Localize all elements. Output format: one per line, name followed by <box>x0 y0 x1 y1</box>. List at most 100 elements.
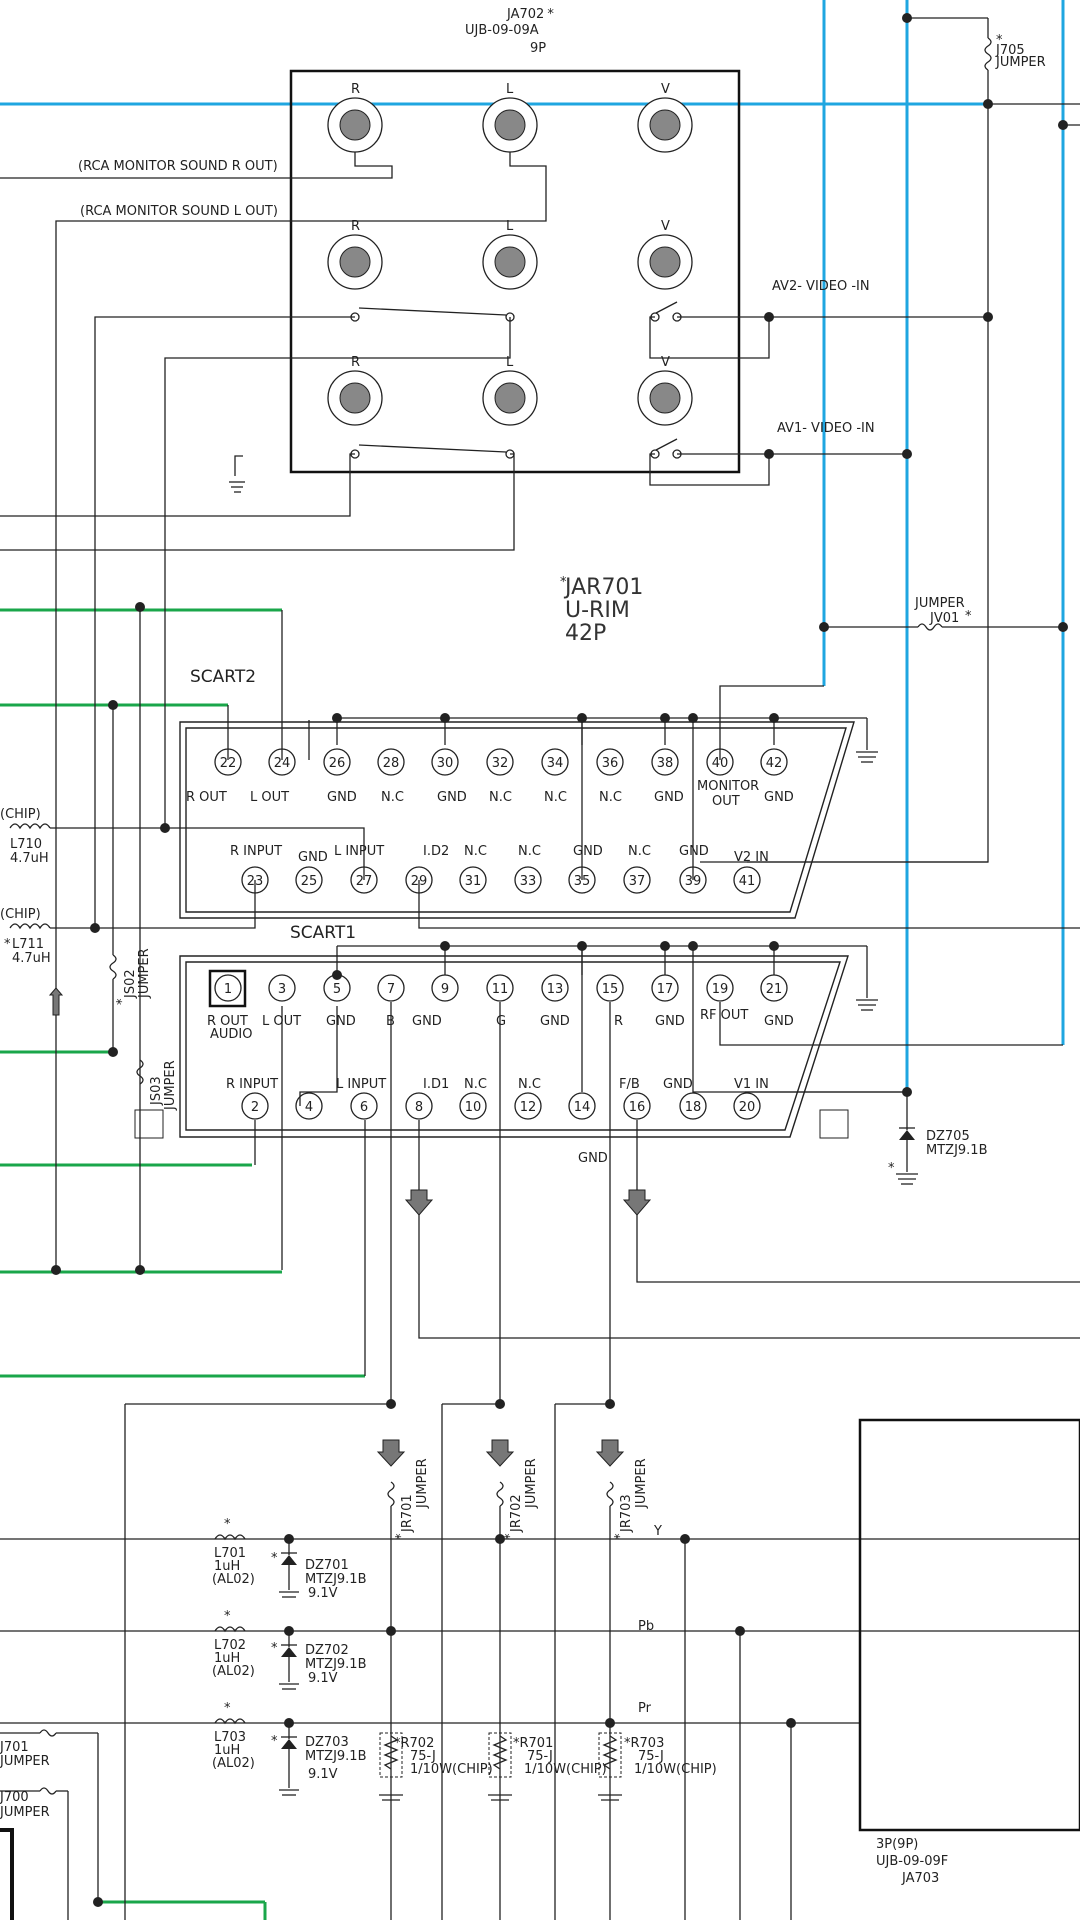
svg-text:L: L <box>506 82 514 97</box>
svg-text:R: R <box>351 82 360 97</box>
svg-text:*R703: *R703 <box>624 1736 664 1751</box>
svg-text:N.C: N.C <box>544 790 567 805</box>
svg-text:L703: L703 <box>214 1730 246 1745</box>
svg-text:JUMPER: JUMPER <box>995 55 1046 70</box>
svg-text:JAR701: JAR701 <box>563 575 643 600</box>
svg-text:JUMPER: JUMPER <box>634 1458 649 1509</box>
svg-text:*: * <box>271 1641 278 1656</box>
svg-text:GND: GND <box>578 1151 608 1166</box>
svg-text:JUMPER: JUMPER <box>914 596 965 611</box>
svg-text:(AL02): (AL02) <box>212 1572 255 1587</box>
scart1-pin-18 <box>679 1092 707 1120</box>
svg-text:N.C: N.C <box>599 790 622 805</box>
svg-text:AUDIO: AUDIO <box>210 1027 253 1042</box>
dz701: * DZ701 MTZJ9.1B 9.1V <box>271 1539 367 1601</box>
svg-text:*: * <box>560 575 567 590</box>
svg-text:JUMPER: JUMPER <box>0 1754 50 1769</box>
svg-text:G: G <box>496 1014 506 1029</box>
scart1-pin-13 <box>541 974 569 1002</box>
scart1-pin-number: 8 <box>415 1100 423 1115</box>
svg-text:JR701: JR701 <box>400 1494 415 1533</box>
scart1-pin-6 <box>350 1092 378 1120</box>
svg-text:*: * <box>888 1161 895 1176</box>
svg-text:(CHIP): (CHIP) <box>0 907 41 922</box>
svg-text:*: * <box>394 1533 409 1540</box>
l711-inductor: (CHIP) * L711 4.7uH <box>0 907 100 966</box>
scart1-pin-19 <box>706 974 734 1002</box>
resistor-group: *R702 75-J 1/10W(CHIP) *R701 75-J 1/10W(… <box>379 1732 717 1801</box>
svg-text:(AL02): (AL02) <box>212 1756 255 1771</box>
svg-text:R: R <box>614 1014 623 1029</box>
svg-text:JV01: JV01 <box>929 611 959 626</box>
svg-text:N.C: N.C <box>518 1077 541 1092</box>
svg-text:GND: GND <box>654 790 684 805</box>
svg-text:L OUT: L OUT <box>250 790 289 805</box>
svg-text:GND: GND <box>663 1077 693 1092</box>
scart2-pin-30 <box>431 748 459 776</box>
svg-text:R: R <box>351 219 360 234</box>
scart2-pin-number: 31 <box>465 874 482 889</box>
svg-text:1/10W(CHIP): 1/10W(CHIP) <box>524 1762 607 1777</box>
svg-text:GND: GND <box>298 850 328 865</box>
ja702-frame <box>289 69 741 474</box>
svg-text:(CHIP): (CHIP) <box>0 807 41 822</box>
scart1-pin-number: 19 <box>712 982 729 997</box>
svg-text:GND: GND <box>764 1014 794 1029</box>
svg-text:*: * <box>224 1701 231 1716</box>
svg-text:75-J: 75-J <box>527 1749 553 1764</box>
component-video-section: * JR701 JUMPER * JR702 JUMPER * JR703 JU… <box>0 1399 1080 1920</box>
svg-text:42P: 42P <box>565 621 606 646</box>
svg-text:OUT: OUT <box>712 794 740 809</box>
scart2-pin-28 <box>377 748 405 776</box>
inductor-zener-group: * L701 1uH (AL02) * L702 1uH (AL02) * L7… <box>212 1517 367 1796</box>
svg-text:N.C: N.C <box>381 790 404 805</box>
svg-text:*: * <box>271 1551 278 1566</box>
svg-text:*: * <box>613 1533 628 1540</box>
rca-monitor-l-out: (RCA MONITOR SOUND L OUT) <box>80 204 278 219</box>
ja702-part: UJB-09-09A <box>465 23 539 38</box>
svg-text:L: L <box>506 355 514 370</box>
av2-video-in-label: AV2- VIDEO -IN <box>772 279 870 294</box>
scart2-pin-34 <box>541 748 569 776</box>
dz703: * DZ703 MTZJ9.1B 9.1V <box>271 1723 367 1796</box>
scart1-pin-number: 5 <box>333 982 341 997</box>
svg-text:L INPUT: L INPUT <box>336 1077 386 1092</box>
scart1-pin-8 <box>405 1092 433 1120</box>
svg-text:*: * <box>965 609 972 624</box>
svg-text:*: * <box>4 937 11 952</box>
svg-text:GND: GND <box>764 790 794 805</box>
scart2-pin-number: 22 <box>220 756 237 771</box>
svg-text:Y: Y <box>653 1524 662 1539</box>
ja702-ref: JA702* <box>506 7 554 22</box>
svg-text:L: L <box>506 219 514 234</box>
svg-text:*R702: *R702 <box>394 1736 434 1751</box>
svg-text:75-J: 75-J <box>410 1749 436 1764</box>
scart1-pin-number: 7 <box>387 982 395 997</box>
svg-text:GND: GND <box>327 790 357 805</box>
down-arrow-icon <box>404 1189 434 1216</box>
svg-text:JR702: JR702 <box>509 1494 524 1533</box>
scart2-pin-26 <box>323 748 351 776</box>
scart2-pin-number: 36 <box>602 756 619 771</box>
svg-text:JUMPER: JUMPER <box>415 1458 430 1509</box>
scart2-pin-number: 24 <box>274 756 291 771</box>
svg-text:V: V <box>661 219 670 234</box>
scart2-pin-25 <box>295 866 323 894</box>
svg-text:JS02: JS02 <box>123 969 138 999</box>
scart1-title: SCART1 <box>290 923 356 943</box>
scart1-pin-20 <box>733 1092 761 1120</box>
svg-text:9.1V: 9.1V <box>308 1586 338 1601</box>
scart2-pin-number: 37 <box>629 874 646 889</box>
svg-text:R INPUT: R INPUT <box>226 1077 278 1092</box>
svg-text:V: V <box>661 82 670 97</box>
svg-text:*: * <box>503 1533 518 1540</box>
scart2-pin-33 <box>514 866 542 894</box>
svg-text:RF OUT: RF OUT <box>700 1008 748 1023</box>
svg-text:1/10W(CHIP): 1/10W(CHIP) <box>634 1762 717 1777</box>
svg-text:V: V <box>661 355 670 370</box>
scart2-pin-41 <box>733 866 761 894</box>
svg-text:MTZJ9.1B: MTZJ9.1B <box>926 1143 988 1158</box>
